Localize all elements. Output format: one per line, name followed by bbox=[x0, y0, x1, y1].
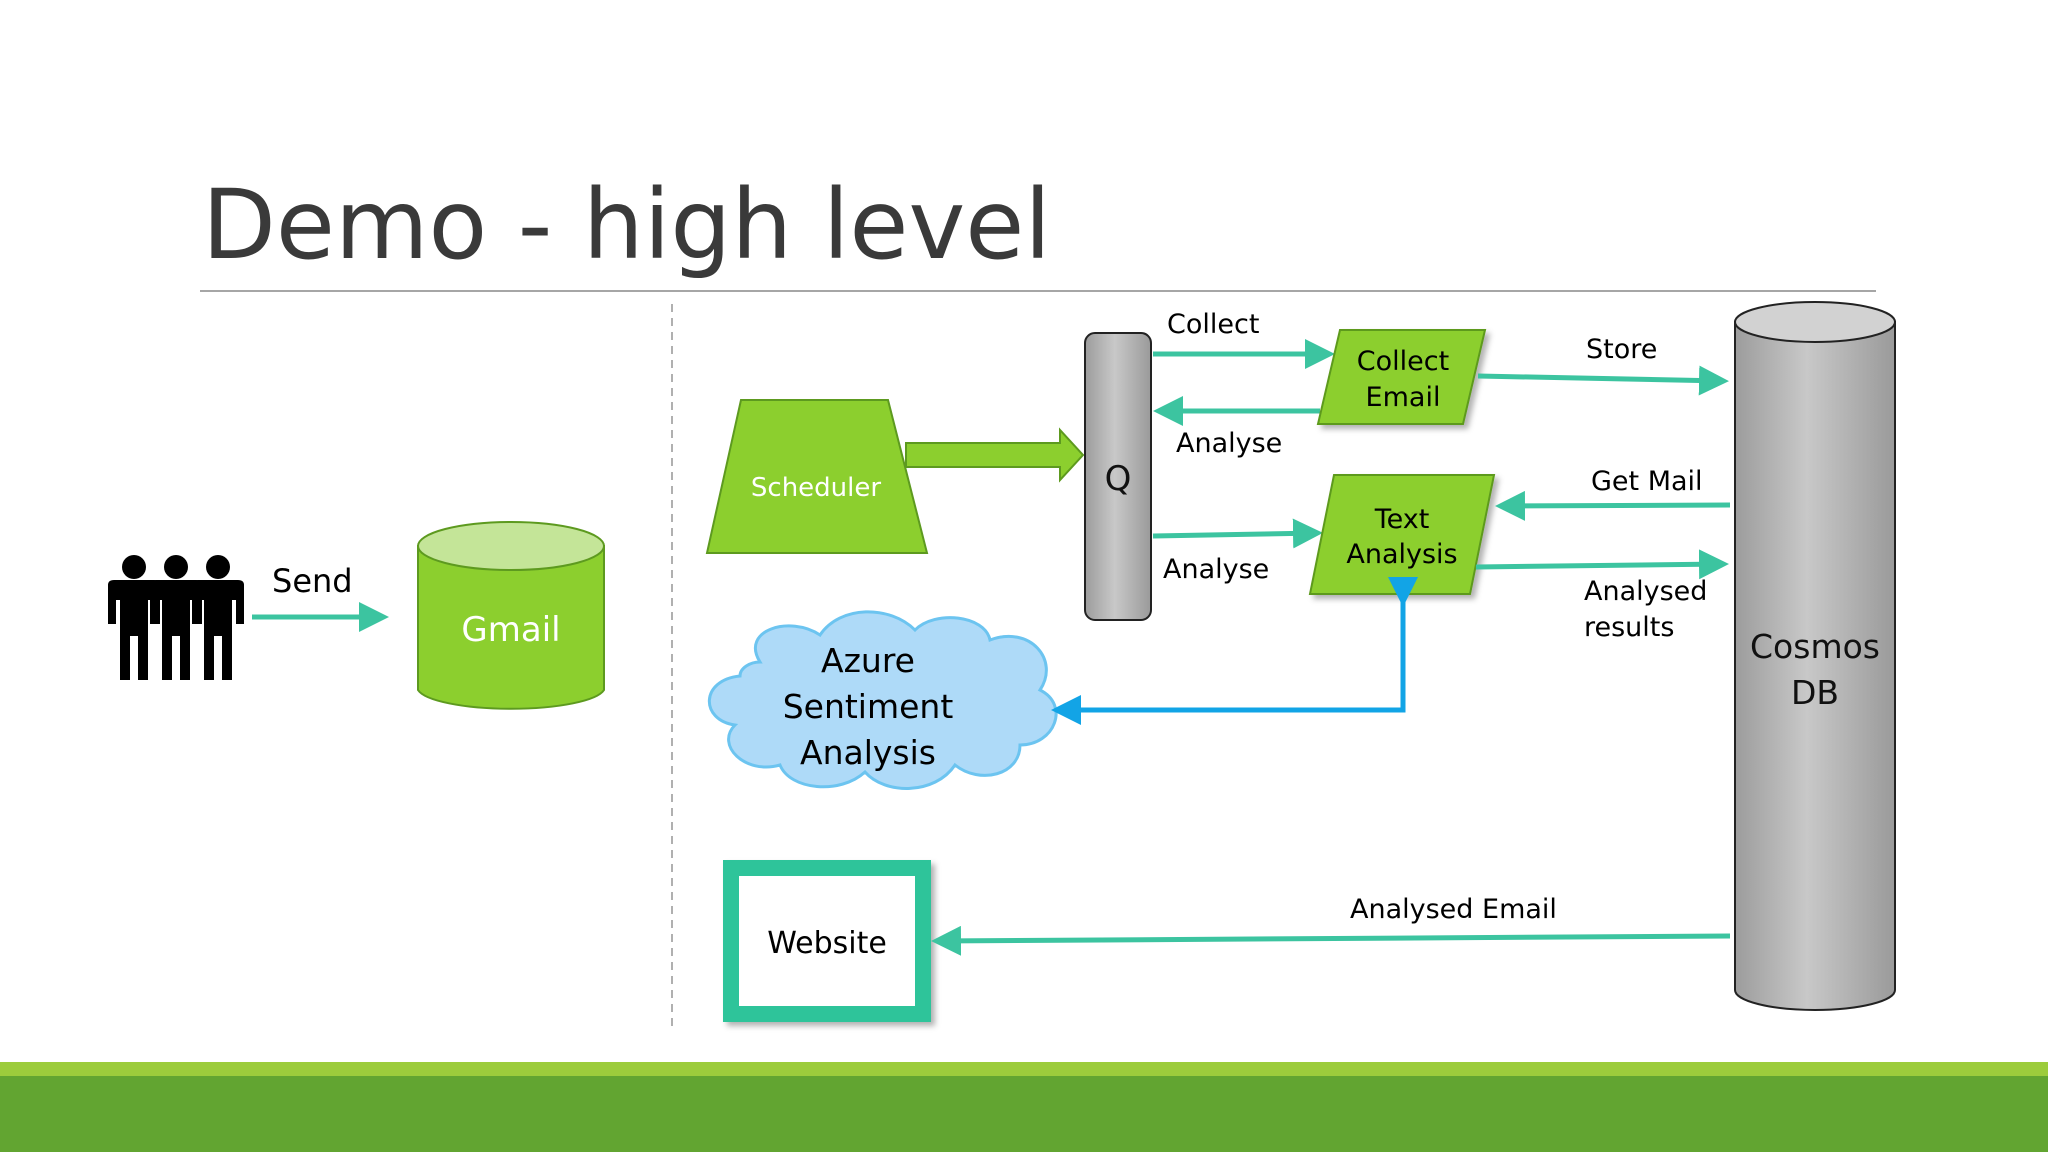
cosmos-db-database: Cosmos DB bbox=[1734, 301, 1896, 1011]
website-label: Website bbox=[767, 926, 887, 961]
send-label: Send bbox=[272, 562, 353, 600]
scheduler-to-queue-arrow bbox=[905, 427, 1085, 483]
analysed-results-label-1: Analysed bbox=[1584, 576, 1707, 607]
scheduler-node: Scheduler bbox=[705, 399, 929, 554]
collect-label: Collect bbox=[1167, 309, 1259, 340]
gmail-database: Gmail bbox=[417, 521, 605, 710]
analyse-forward-arrow bbox=[1152, 518, 1323, 549]
azure-label-1: Azure bbox=[821, 641, 915, 680]
azure-label-3: Analysis bbox=[800, 733, 936, 772]
footer-bar bbox=[0, 1076, 2048, 1152]
analysed-results-arrow bbox=[1475, 549, 1729, 580]
text-analysis-node bbox=[1308, 474, 1496, 595]
get-mail-label: Get Mail bbox=[1591, 466, 1703, 497]
collect-email-label-2: Email bbox=[1366, 382, 1441, 413]
cosmos-label-1: Cosmos bbox=[1750, 627, 1880, 666]
text-analysis-label-1: Text bbox=[1374, 504, 1430, 535]
footer-accent-bar bbox=[0, 1062, 2048, 1076]
collect-email-node bbox=[1316, 329, 1487, 425]
get-mail-arrow bbox=[1495, 490, 1731, 521]
azure-text-analysis-connector bbox=[1051, 577, 1418, 725]
analysed-email-label: Analysed Email bbox=[1350, 894, 1557, 925]
analyse-back-label: Analyse bbox=[1176, 428, 1282, 459]
gmail-label: Gmail bbox=[461, 610, 560, 650]
queue-node: Q bbox=[1084, 332, 1152, 621]
azure-sentiment-cloud: Azure Sentiment Analysis bbox=[707, 610, 1058, 790]
scheduler-label: Scheduler bbox=[751, 473, 881, 503]
title-divider bbox=[200, 290, 1876, 292]
azure-label-2: Sentiment bbox=[783, 687, 954, 726]
text-analysis-label-2: Analysis bbox=[1346, 539, 1457, 570]
collect-email-label-1: Collect bbox=[1357, 346, 1449, 377]
store-label: Store bbox=[1586, 334, 1657, 365]
analysed-email-arrow bbox=[931, 925, 1731, 956]
store-arrow bbox=[1477, 365, 1729, 396]
analyse-forward-label: Analyse bbox=[1163, 554, 1269, 585]
people-icon bbox=[108, 555, 244, 680]
analysed-results-label-2: results bbox=[1584, 612, 1674, 643]
cosmos-label-2: DB bbox=[1791, 673, 1839, 712]
slide-title: Demo - high level bbox=[202, 169, 1051, 281]
website-node bbox=[723, 860, 931, 1022]
queue-label: Q bbox=[1105, 459, 1132, 499]
